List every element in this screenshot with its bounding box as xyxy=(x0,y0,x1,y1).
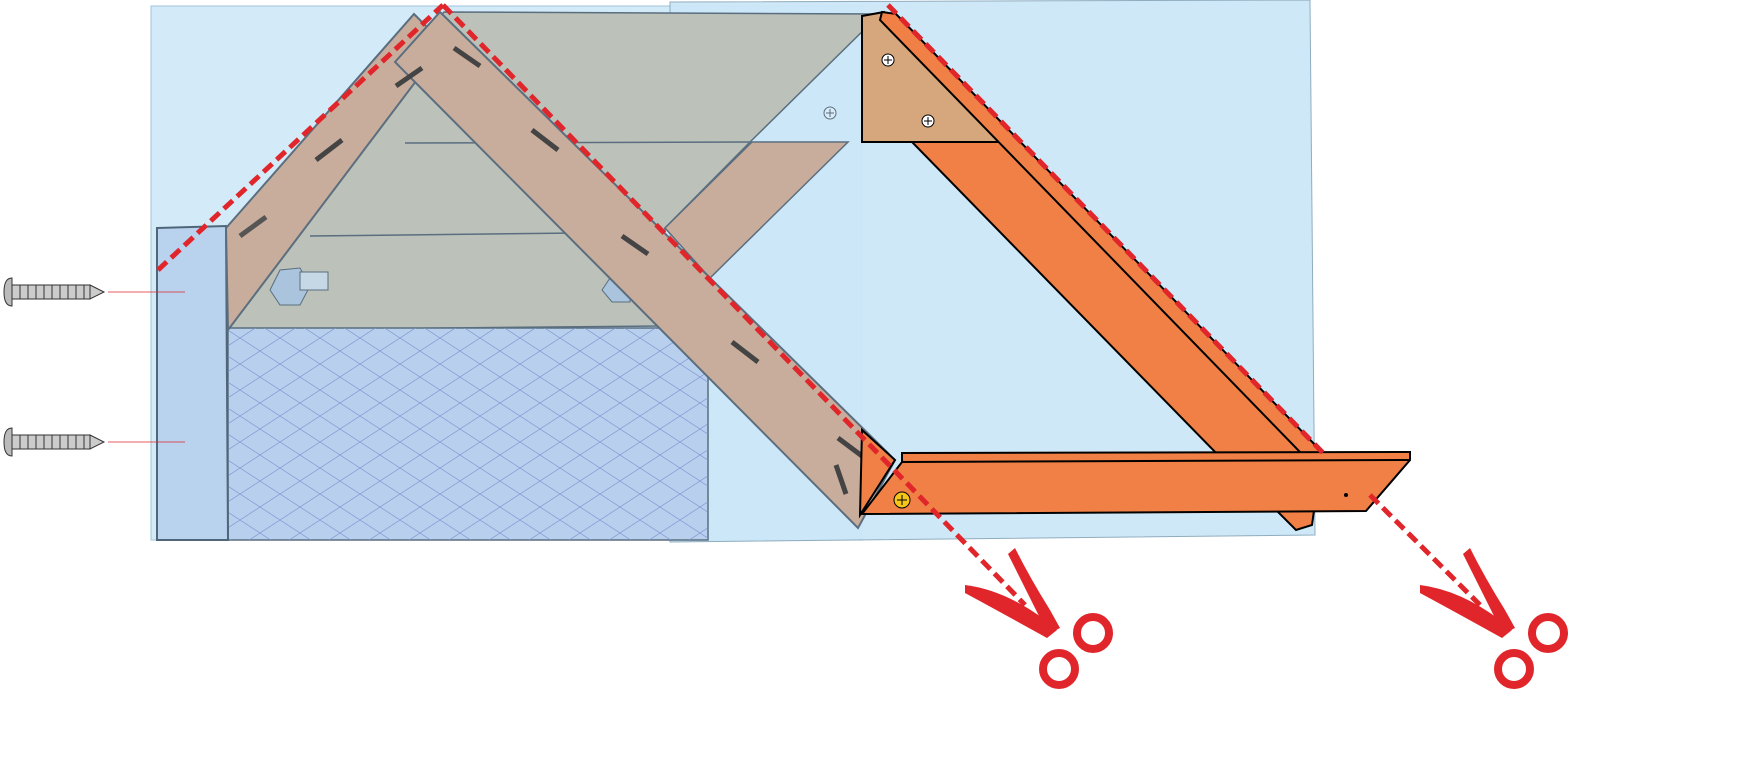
screw-icon xyxy=(3,427,106,457)
screw-head-icon xyxy=(921,114,935,128)
scissors-icon xyxy=(965,548,1113,689)
left-post xyxy=(156,224,230,541)
orange-rafter-lower xyxy=(858,427,897,519)
scissors-icon xyxy=(1420,548,1568,689)
cut-lines xyxy=(156,3,1482,607)
screw-head-icon xyxy=(881,53,895,67)
screw-icon xyxy=(3,277,106,307)
screw-head-icon xyxy=(893,491,911,509)
diagonal-brace xyxy=(663,141,850,280)
screw-head-icon xyxy=(823,106,837,120)
bolt-icon xyxy=(269,267,329,306)
nail-marks xyxy=(238,45,864,495)
